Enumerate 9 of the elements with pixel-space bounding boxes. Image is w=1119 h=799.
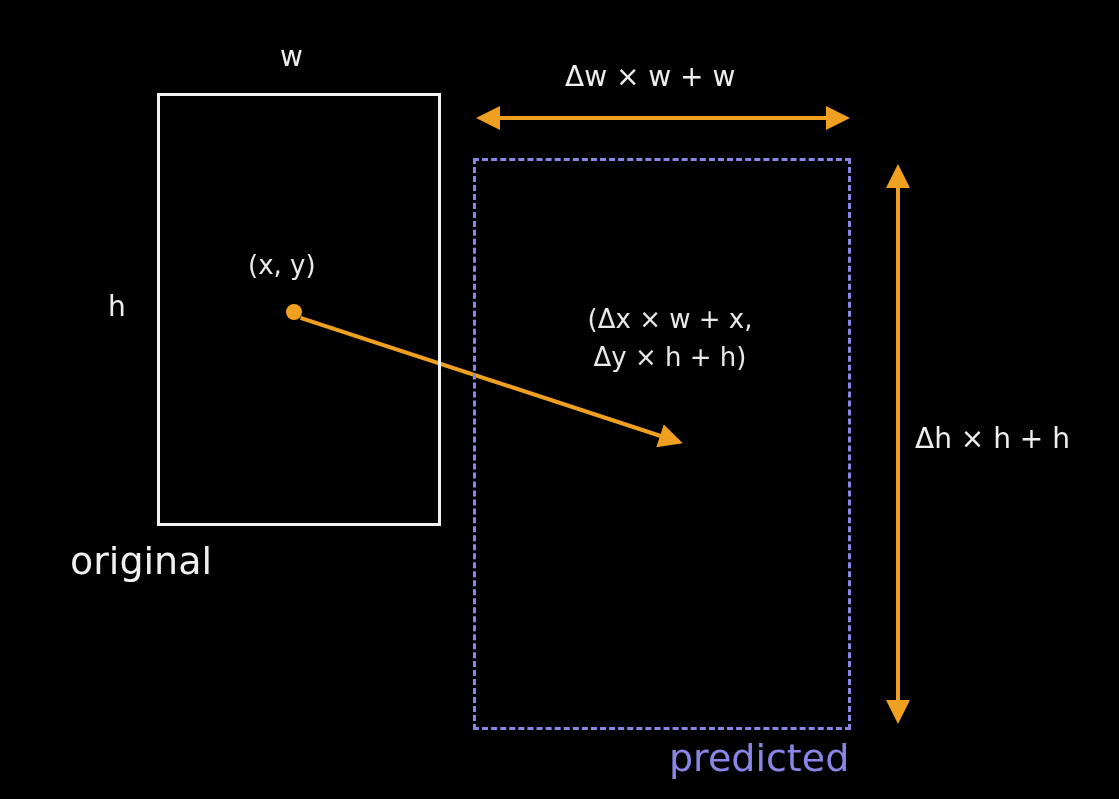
- arrow: [299, 316, 683, 448]
- coordinate-label: (x, y): [248, 250, 316, 280]
- dimension-label: Δw × w + w: [565, 60, 736, 93]
- dimension-label: w: [280, 40, 303, 73]
- box-label: predicted: [669, 736, 850, 780]
- dimension-label: h: [108, 290, 126, 323]
- box-label: original: [70, 539, 213, 583]
- formula-text: (Δx × w + x, Δy × h + h): [586, 303, 754, 374]
- dimension-label: Δh × h + h: [915, 422, 1070, 455]
